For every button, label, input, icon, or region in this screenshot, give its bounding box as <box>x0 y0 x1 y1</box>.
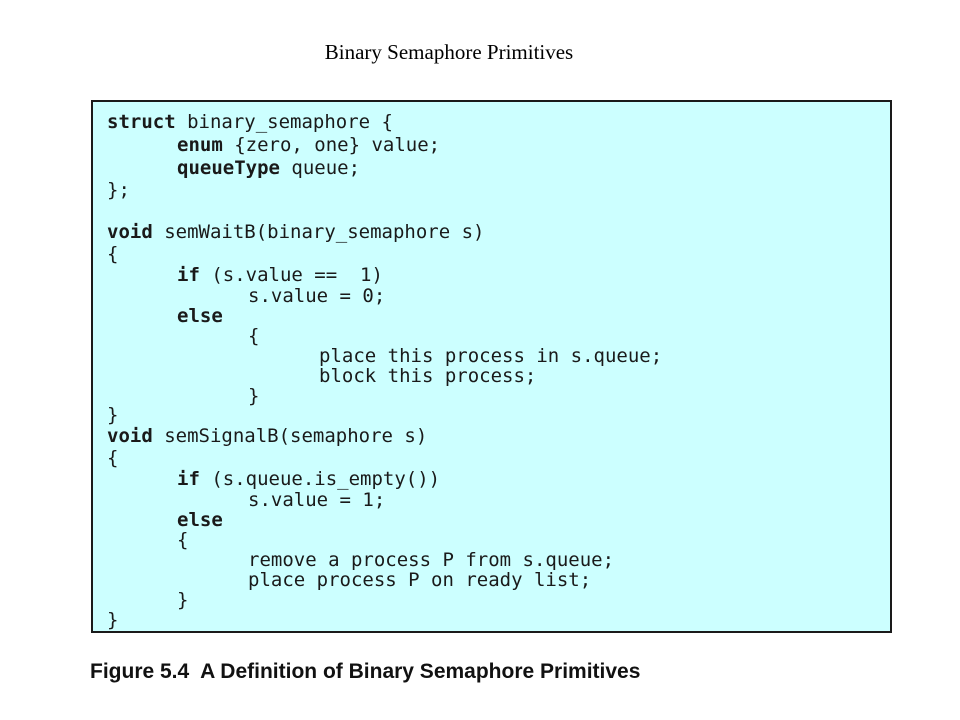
code-keyword: void <box>107 425 153 447</box>
code-text: { <box>248 325 260 347</box>
code-keyword: queueType <box>177 157 280 179</box>
code-text: s.value = 1; <box>248 489 386 511</box>
code-line-queuetype: queueType queue; <box>177 158 360 178</box>
code-text: } <box>248 385 260 407</box>
code-text: } <box>107 609 119 631</box>
code-line-place-ready: place process P on ready list; <box>248 570 591 590</box>
code-keyword: else <box>177 305 223 327</box>
code-text: block this process; <box>319 365 537 387</box>
code-line-block-process: block this process; <box>319 366 536 386</box>
code-line-if: if (s.queue.is_empty()) <box>177 469 440 489</box>
code-text: (s.queue.is_empty()) <box>199 468 441 490</box>
code-line-brace-close: } <box>177 590 188 610</box>
code-text: } <box>107 404 119 426</box>
code-text: (s.value == 1) <box>199 264 383 286</box>
code-line-assign-zero: s.value = 0; <box>248 286 385 306</box>
code-text: { <box>107 447 119 469</box>
code-line-place-process: place this process in s.queue; <box>319 346 662 366</box>
code-keyword: else <box>177 509 223 531</box>
code-keyword: struct <box>107 111 176 133</box>
code-text: s.value = 0; <box>248 285 386 307</box>
code-text: } <box>177 589 189 611</box>
code-line-enum: enum {zero, one} value; <box>177 135 440 155</box>
code-line-semsignalb-decl: void semSignalB(semaphore s) <box>107 426 427 446</box>
code-line-brace-close: } <box>107 405 118 425</box>
code-text: place process P on ready list; <box>248 569 592 591</box>
figure-caption: Figure 5.4 A Definition of Binary Semaph… <box>90 660 641 683</box>
code-text: semWaitB(binary_semaphore s) <box>152 221 485 243</box>
code-line-assign-one: s.value = 1; <box>248 490 385 510</box>
code-text: remove a process P from s.queue; <box>248 549 615 571</box>
code-listing: struct binary_semaphore { enum {zero, on… <box>91 100 892 633</box>
code-text: {zero, one} value; <box>222 134 441 156</box>
code-keyword: if <box>177 468 200 490</box>
code-text: binary_semaphore { <box>175 111 393 133</box>
code-text: place this process in s.queue; <box>319 345 663 367</box>
code-line-if: if (s.value == 1) <box>177 265 383 285</box>
code-line-struct: struct binary_semaphore { <box>107 112 393 132</box>
code-line-brace-open: { <box>107 448 118 468</box>
code-line-brace-close: } <box>248 386 259 406</box>
code-line-brace-open: { <box>107 244 118 264</box>
code-line-remove-process: remove a process P from s.queue; <box>248 550 614 570</box>
code-line-brace-open: { <box>248 326 259 346</box>
code-line-else: else <box>177 510 223 530</box>
code-text: queue; <box>279 157 361 179</box>
code-line-semwaitb-decl: void semWaitB(binary_semaphore s) <box>107 222 485 242</box>
code-keyword: if <box>177 264 200 286</box>
slide-title: Binary Semaphore Primitives <box>324 40 574 64</box>
code-line-brace-open: { <box>177 530 188 550</box>
code-text: }; <box>107 179 130 201</box>
code-line-else: else <box>177 306 223 326</box>
code-keyword: void <box>107 221 153 243</box>
code-text: semSignalB(semaphore s) <box>152 425 428 447</box>
code-text: { <box>177 529 189 551</box>
code-keyword: enum <box>177 134 223 156</box>
code-line-struct-end: }; <box>107 180 130 200</box>
code-text: { <box>107 243 119 265</box>
code-line-brace-close: } <box>107 610 118 630</box>
